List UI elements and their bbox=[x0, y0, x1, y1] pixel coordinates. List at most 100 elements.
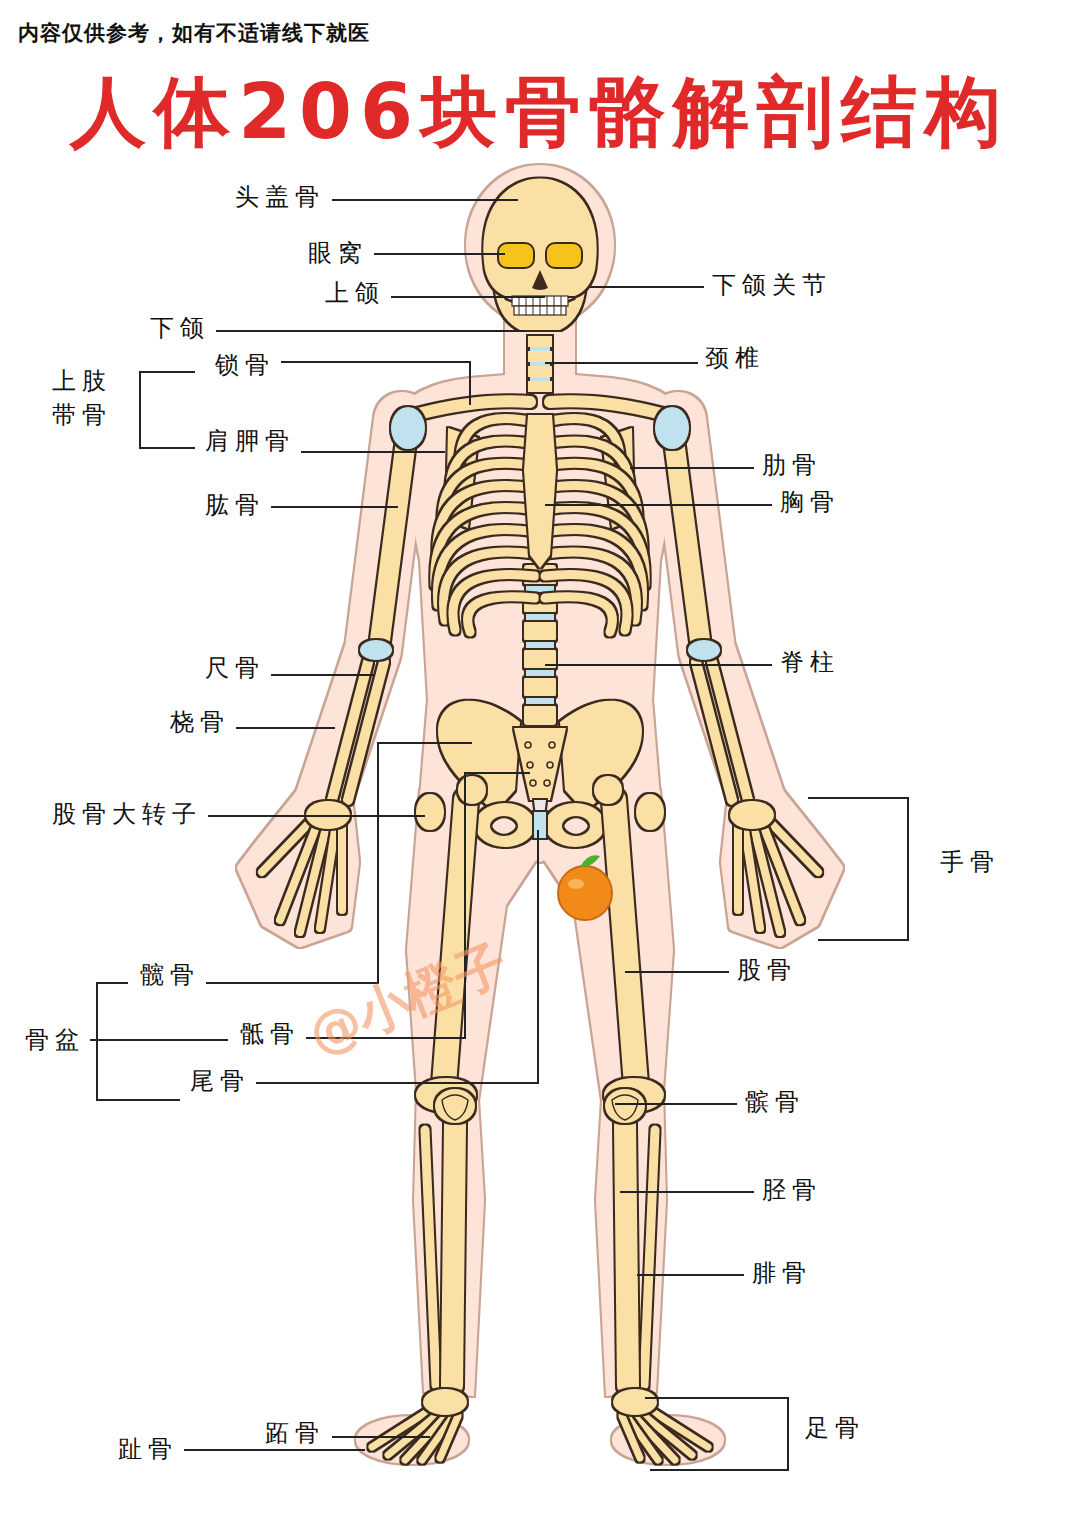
leader-line bbox=[208, 815, 425, 817]
bracket bbox=[90, 372, 908, 1470]
orange-sticker bbox=[580, 855, 600, 867]
cervical-spine bbox=[528, 366, 552, 377]
bone-label: 下颌 bbox=[150, 313, 210, 343]
sacral-foramen bbox=[525, 742, 531, 748]
bone-label: 趾骨 bbox=[118, 1434, 178, 1464]
page-title: 人体206块骨骼解剖结构 bbox=[0, 62, 1079, 162]
skull bbox=[483, 179, 596, 297]
orange-sticker bbox=[568, 879, 584, 889]
skeleton bbox=[262, 401, 535, 1460]
leader-line bbox=[374, 253, 505, 255]
bracket bbox=[808, 798, 908, 940]
leader-line bbox=[271, 674, 375, 676]
bone-label: 脊柱 bbox=[780, 647, 840, 677]
sacral-foramen bbox=[525, 742, 555, 786]
bone-label: 股骨大转子 bbox=[52, 799, 202, 829]
body-silhouette bbox=[466, 165, 614, 325]
lumbar-spine bbox=[526, 642, 554, 648]
cervical-spine bbox=[530, 377, 550, 381]
orange-sticker bbox=[558, 855, 612, 920]
leader-line bbox=[615, 1103, 737, 1105]
skull bbox=[519, 296, 561, 315]
leader-line bbox=[236, 727, 335, 729]
bone-label: 尺骨 bbox=[205, 653, 265, 683]
bone-label: 颈椎 bbox=[705, 343, 765, 373]
leader-line bbox=[637, 1274, 744, 1276]
leader-line bbox=[184, 1449, 365, 1451]
lumbar-spine bbox=[526, 670, 554, 676]
cervical-spine bbox=[528, 336, 552, 347]
skeleton bbox=[545, 401, 818, 1460]
body-silhouette bbox=[539, 290, 838, 1464]
leader-line bbox=[630, 467, 754, 469]
leader-line bbox=[625, 971, 729, 973]
lumbar-spine bbox=[524, 677, 556, 697]
skull bbox=[532, 270, 548, 290]
bone-label: 头盖骨 bbox=[235, 182, 325, 212]
lumbar-spine bbox=[526, 586, 554, 592]
bone-label: 肋骨 bbox=[762, 450, 822, 480]
body-silhouette bbox=[242, 290, 541, 1464]
skull bbox=[546, 243, 582, 268]
lumbar-spine bbox=[524, 705, 556, 725]
leader-line bbox=[590, 286, 704, 288]
lumbar-spine bbox=[526, 614, 554, 620]
cervical-spine bbox=[528, 381, 552, 392]
bone-label: 股骨 bbox=[737, 955, 797, 985]
sacral-foramen bbox=[549, 742, 555, 748]
skeleton bbox=[262, 179, 818, 1461]
bone-label: 下颌关节 bbox=[712, 270, 832, 300]
pubic-symphysis bbox=[534, 812, 546, 838]
sacral-foramen bbox=[530, 780, 536, 786]
group-label: 骨盆 bbox=[25, 1025, 85, 1055]
leader-line bbox=[271, 506, 398, 508]
sacral-foramen bbox=[544, 780, 550, 786]
leader-line bbox=[391, 296, 545, 298]
disclaimer-note: 内容仅供参考，如有不适请线下就医 bbox=[18, 20, 370, 46]
sacrum bbox=[514, 728, 566, 800]
bone-label: 锁骨 bbox=[215, 350, 275, 380]
body-silhouette bbox=[242, 165, 838, 1464]
bone-label: 尾骨 bbox=[190, 1066, 250, 1096]
bone-label: 肱骨 bbox=[205, 490, 265, 520]
leader-line bbox=[301, 451, 445, 453]
bone-label: 肩胛骨 bbox=[205, 426, 295, 456]
sternum bbox=[524, 415, 556, 568]
bone-label: 胫骨 bbox=[762, 1175, 822, 1205]
lumbar-spine bbox=[526, 698, 554, 704]
lumbar-spine bbox=[524, 621, 556, 641]
bracket bbox=[140, 372, 195, 448]
bone-label: 骶骨 bbox=[240, 1019, 300, 1049]
leader-line bbox=[206, 743, 472, 983]
group-label: 足骨 bbox=[805, 1413, 865, 1443]
bone-label: 桡骨 bbox=[170, 707, 230, 737]
leader-line bbox=[281, 362, 470, 405]
lumbar-spine bbox=[524, 565, 556, 725]
sacral-foramen bbox=[547, 762, 553, 768]
leader-line bbox=[620, 1191, 754, 1193]
bone-label: 腓骨 bbox=[752, 1258, 812, 1288]
bracket bbox=[90, 1039, 228, 1041]
group-label: 上肢 带骨 bbox=[52, 364, 116, 432]
leader-line bbox=[216, 330, 525, 332]
watermark: @小橙子 bbox=[300, 932, 515, 1066]
bone-label: 上颌 bbox=[325, 278, 385, 308]
leader-line bbox=[184, 200, 772, 1450]
leader-line bbox=[545, 362, 698, 364]
bone-label: 胸骨 bbox=[780, 487, 840, 517]
bracket bbox=[645, 1398, 788, 1470]
cervical-spine bbox=[528, 351, 552, 362]
bone-label: 眼窝 bbox=[308, 238, 368, 268]
sacral-foramen bbox=[527, 762, 533, 768]
bracket bbox=[97, 983, 180, 1100]
bone-label: 跖骨 bbox=[265, 1418, 325, 1448]
leader-line bbox=[332, 1436, 430, 1438]
skull bbox=[498, 243, 534, 268]
bone-label: 髌骨 bbox=[745, 1087, 805, 1117]
leader-line bbox=[545, 664, 772, 666]
leader-line bbox=[545, 504, 772, 506]
leader-line bbox=[332, 199, 518, 201]
bone-label: 髋骨 bbox=[140, 960, 200, 990]
